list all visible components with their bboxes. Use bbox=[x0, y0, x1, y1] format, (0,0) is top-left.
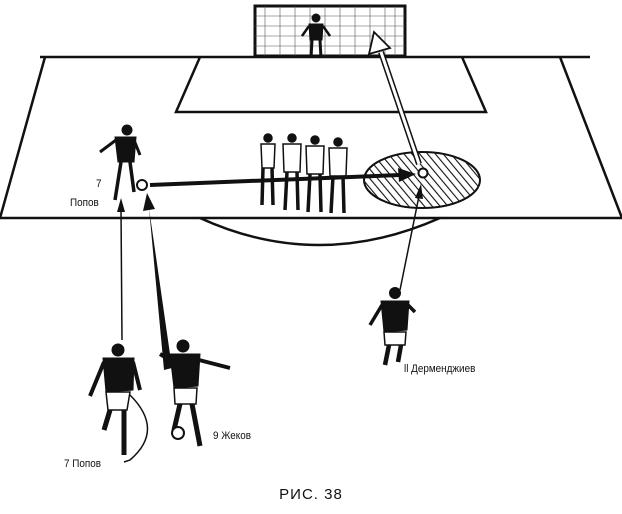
figure-caption: РИС. 38 bbox=[279, 486, 343, 503]
label-popov-field-number: 7 bbox=[96, 178, 102, 190]
defensive-wall bbox=[260, 133, 348, 214]
goal-area bbox=[174, 56, 488, 114]
label-popov-field-name: Попов bbox=[70, 197, 99, 209]
label-popov-bottom: 7 Попов bbox=[64, 458, 102, 470]
popov-bottom-player bbox=[88, 343, 142, 455]
field-lines bbox=[0, 55, 622, 247]
goalkeeper bbox=[300, 13, 332, 59]
label-dermendzhiev: ll Дерменджиев bbox=[404, 363, 476, 375]
popov-field-player bbox=[99, 124, 142, 201]
penalty-arc bbox=[199, 216, 441, 247]
label-zhekov: 9 Жеков bbox=[213, 430, 251, 442]
pass-arrows bbox=[117, 30, 423, 463]
ball-free-kick bbox=[136, 179, 148, 191]
wall-player bbox=[328, 137, 348, 214]
target-zone bbox=[363, 151, 481, 209]
zhekov-player bbox=[158, 339, 231, 447]
ball-target bbox=[417, 167, 429, 179]
ball-zhekov bbox=[171, 426, 185, 440]
wall-player bbox=[282, 133, 302, 211]
wall-player bbox=[260, 133, 276, 206]
wall-player bbox=[305, 135, 325, 213]
dermendzhiev-player bbox=[368, 287, 417, 366]
penalty-area bbox=[0, 56, 622, 220]
